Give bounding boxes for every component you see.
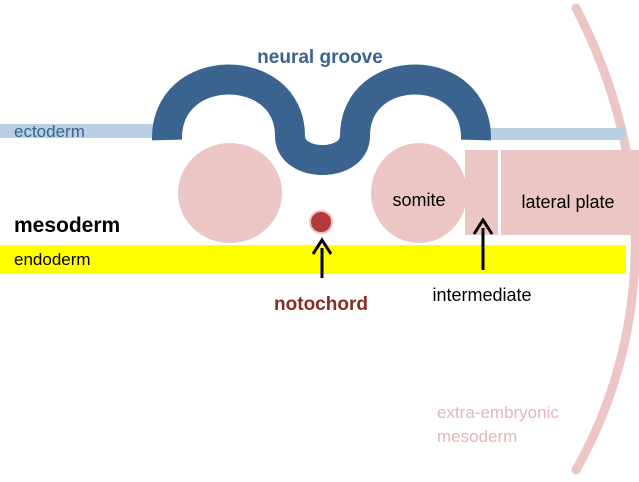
endoderm-strip — [0, 245, 626, 274]
notochord-shape — [310, 211, 332, 233]
paraxial-mesoderm-left — [178, 143, 282, 243]
somite-label: somite — [392, 190, 445, 210]
extra-embryonic-mesoderm-arc — [576, 8, 635, 470]
extra-embryonic-label-line1: extra-embryonic — [437, 403, 559, 422]
ectoderm-strip-right — [470, 128, 625, 140]
intermediate-label: intermediate — [432, 285, 531, 305]
extra-embryonic-label-line2: mesoderm — [437, 427, 517, 446]
lateral-plate-label: lateral plate — [521, 192, 614, 212]
ectoderm-label: ectoderm — [14, 122, 85, 141]
neural-groove-label: neural groove — [257, 47, 383, 68]
endoderm-label: endoderm — [14, 250, 91, 269]
mesoderm-label: mesoderm — [14, 214, 120, 237]
notochord-label: notochord — [274, 294, 368, 315]
